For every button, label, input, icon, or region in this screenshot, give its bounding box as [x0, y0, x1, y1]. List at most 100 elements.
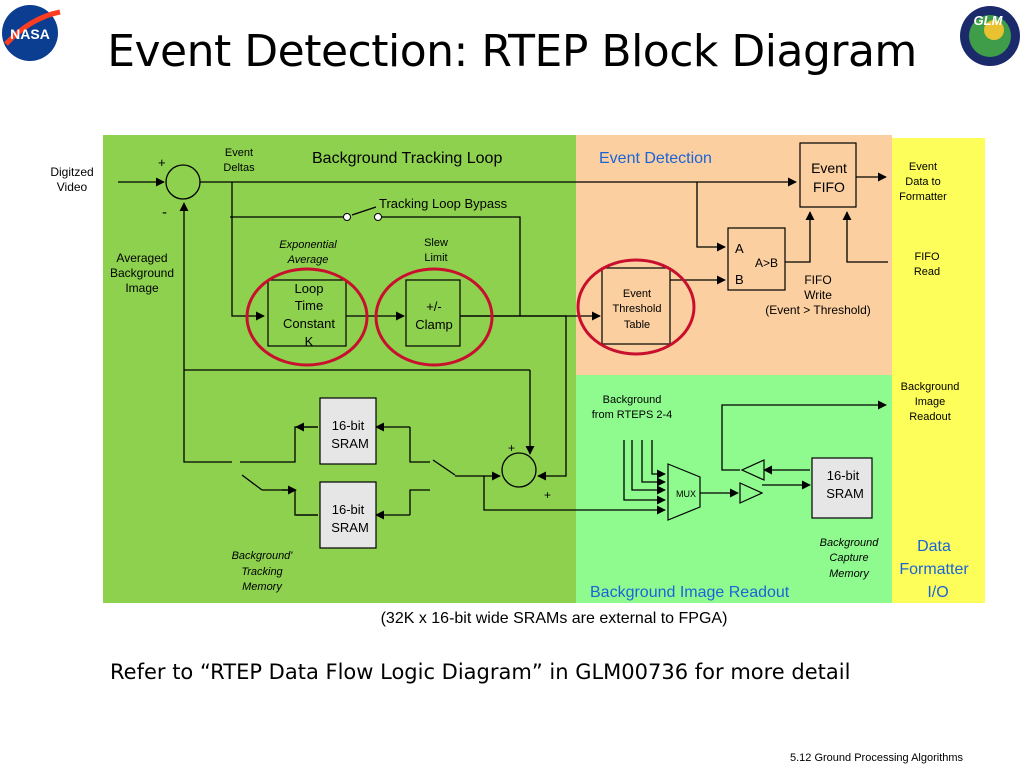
svg-text:SRAM: SRAM	[826, 486, 864, 501]
svg-text:Formatter: Formatter	[899, 561, 969, 578]
slide-title: Event Detection: RTEP Block Diagram	[107, 26, 917, 77]
comparator-op-label: A>B	[755, 256, 778, 270]
sram-bottom-text: 16-bit SRAM	[331, 502, 369, 535]
svg-text:FIFO: FIFO	[813, 179, 845, 195]
svg-text:Write: Write	[804, 288, 832, 302]
signal-wires	[118, 172, 888, 520]
svg-text:Threshold: Threshold	[613, 303, 662, 315]
svg-text:Background: Background	[901, 381, 960, 393]
reference-text: Refer to “RTEP Data Flow Logic Diagram” …	[110, 660, 851, 684]
svg-text:Capture: Capture	[829, 552, 868, 564]
svg-text:GLM: GLM	[974, 13, 1004, 28]
svg-text:+/-: +/-	[426, 299, 442, 314]
event-fifo-text: Event FIFO	[811, 160, 847, 195]
plus-sign: +	[544, 488, 551, 502]
averaged-background-label: Averaged Background Image	[110, 251, 174, 295]
plus-sign: +	[508, 441, 515, 455]
svg-text:Formatter: Formatter	[899, 191, 947, 203]
input-summing-junction	[165, 164, 201, 200]
plus-sign: +	[158, 155, 166, 170]
svg-text:from RTEPS 2-4: from RTEPS 2-4	[592, 409, 673, 421]
clamp-block	[405, 279, 461, 347]
highlight-circle	[245, 267, 369, 367]
svg-text:Average: Average	[287, 254, 329, 266]
svg-text:(Event > Threshold): (Event > Threshold)	[765, 303, 871, 317]
sram-note: (32K x 16-bit wide SRAMs are external to…	[380, 610, 728, 627]
slew-limit-label: Slew Limit	[424, 237, 448, 264]
svg-text:Background: Background	[820, 537, 880, 549]
svg-text:Time: Time	[295, 298, 323, 313]
svg-text:FIFO: FIFO	[804, 273, 831, 287]
mux-label: MUX	[676, 489, 696, 499]
svg-text:Video: Video	[57, 180, 88, 194]
background-from-rteps-label: Background from RTEPS 2-4	[592, 394, 673, 421]
digitized-video-label: Digitzed Video	[50, 165, 93, 194]
comparator-a-label: A	[735, 241, 744, 256]
event-threshold-table-block	[601, 267, 671, 345]
nasa-logo: NASA	[2, 5, 61, 61]
svg-text:Digitzed: Digitzed	[50, 165, 93, 179]
sram-bottom-block	[319, 481, 377, 549]
svg-text:Data to: Data to	[905, 176, 940, 188]
svg-text:16-bit: 16-bit	[332, 418, 365, 433]
svg-text:FIFO: FIFO	[914, 251, 939, 263]
bypass-switch-contact	[374, 213, 382, 221]
svg-text:Limit: Limit	[424, 252, 447, 264]
event-detection-title: Event Detection	[599, 150, 712, 167]
svg-text:Exponential: Exponential	[279, 239, 337, 251]
svg-text:Event: Event	[225, 147, 253, 159]
event-threshold-table-text: Event Threshold Table	[613, 288, 662, 331]
svg-text:Data: Data	[917, 538, 951, 555]
background-image-readout-output-label: Background Image Readout	[901, 381, 960, 423]
svg-text:Table: Table	[624, 319, 650, 331]
event-data-to-formatter-label: Event Data to Formatter	[899, 161, 947, 203]
background-tracking-loop-title: Background Tracking Loop	[312, 150, 502, 167]
svg-text:Constant: Constant	[283, 316, 335, 331]
event-fifo-block	[799, 142, 857, 208]
sram-top-block	[319, 397, 377, 465]
svg-text:Event: Event	[623, 288, 651, 300]
data-formatter-io-title: Data Formatter I/O	[899, 538, 969, 601]
data-formatter-io-region	[892, 138, 985, 603]
background-image-readout-title: Background Image Readout	[590, 584, 790, 601]
comparator-b-label: B	[735, 272, 744, 287]
footer-text: 5.12 Ground Processing Algorithms	[790, 752, 964, 764]
svg-text:Image: Image	[915, 396, 946, 408]
svg-text:Memory: Memory	[242, 581, 283, 593]
bypass-switch-contact	[343, 213, 351, 221]
svg-text:K: K	[305, 334, 314, 349]
svg-text:SRAM: SRAM	[331, 436, 369, 451]
svg-text:Image: Image	[125, 281, 159, 295]
event-deltas-label: Event Deltas	[223, 147, 255, 174]
background-tracking-memory-label: Background' Tracking Memory	[232, 550, 294, 593]
comparator-block	[727, 227, 786, 291]
svg-text:Averaged: Averaged	[116, 251, 167, 265]
loop-time-constant-text: Loop Time Constant K	[283, 281, 335, 349]
exponential-average-label: Exponential Average	[279, 239, 337, 266]
svg-text:Background: Background	[110, 266, 174, 280]
svg-text:SRAM: SRAM	[331, 520, 369, 535]
fifo-write-label: FIFO Write (Event > Threshold)	[765, 273, 871, 317]
svg-text:Background: Background	[603, 394, 662, 406]
svg-text:16-bit: 16-bit	[332, 502, 365, 517]
read-buffer-icon	[740, 459, 765, 481]
glm-logo: GLM	[960, 6, 1020, 66]
loop-time-constant-block	[267, 279, 347, 347]
svg-text:Readout: Readout	[909, 411, 951, 423]
svg-text:NASA: NASA	[10, 26, 50, 42]
clamp-text: +/- Clamp	[415, 299, 453, 332]
svg-text:Memory: Memory	[829, 568, 870, 580]
background-capture-memory-label: Background Capture Memory	[820, 537, 880, 580]
mux-block	[667, 463, 701, 521]
sram-top-text: 16-bit SRAM	[331, 418, 369, 451]
svg-text:Loop: Loop	[295, 281, 324, 296]
svg-text:I/O: I/O	[927, 584, 948, 601]
svg-text:Background': Background'	[232, 550, 294, 562]
svg-text:Event: Event	[909, 161, 937, 173]
sram-capture-text: 16-bit SRAM	[826, 468, 864, 501]
sram-capture-block	[811, 457, 873, 519]
minus-sign: -	[162, 204, 167, 221]
svg-text:Tracking: Tracking	[241, 566, 283, 578]
loop-summing-junction	[501, 452, 537, 488]
